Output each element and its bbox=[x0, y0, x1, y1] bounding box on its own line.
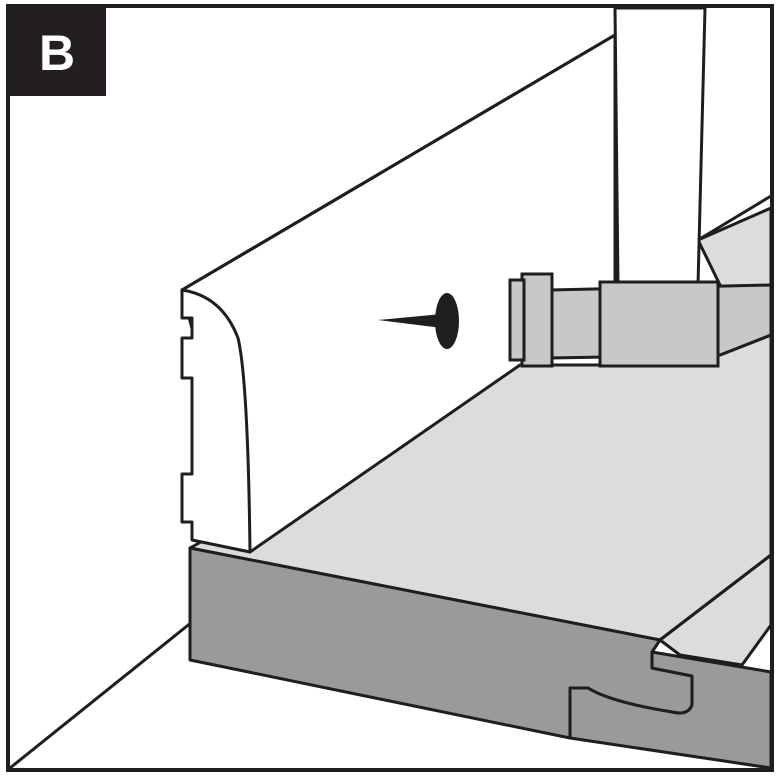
step-badge-label: B bbox=[39, 25, 75, 81]
step-badge: B bbox=[8, 6, 106, 96]
wall-floor-corner-line bbox=[9, 620, 193, 770]
nail-shank bbox=[378, 314, 442, 328]
vertical-pipe bbox=[613, 6, 707, 287]
pipe-end-cap bbox=[508, 278, 526, 362]
nail-icon bbox=[378, 293, 459, 349]
nail-head bbox=[435, 293, 459, 349]
board-joint-line bbox=[659, 553, 772, 642]
step-badge-background bbox=[8, 6, 106, 96]
skirting-profile-end bbox=[180, 288, 252, 554]
diagram-frame bbox=[6, 4, 774, 772]
wall-back-line-right bbox=[697, 194, 772, 242]
skirting-top-edge bbox=[181, 33, 616, 292]
pipe-end-ring bbox=[520, 272, 554, 368]
pipe-coupler bbox=[598, 280, 720, 368]
floor-board-edge-right bbox=[568, 650, 773, 770]
